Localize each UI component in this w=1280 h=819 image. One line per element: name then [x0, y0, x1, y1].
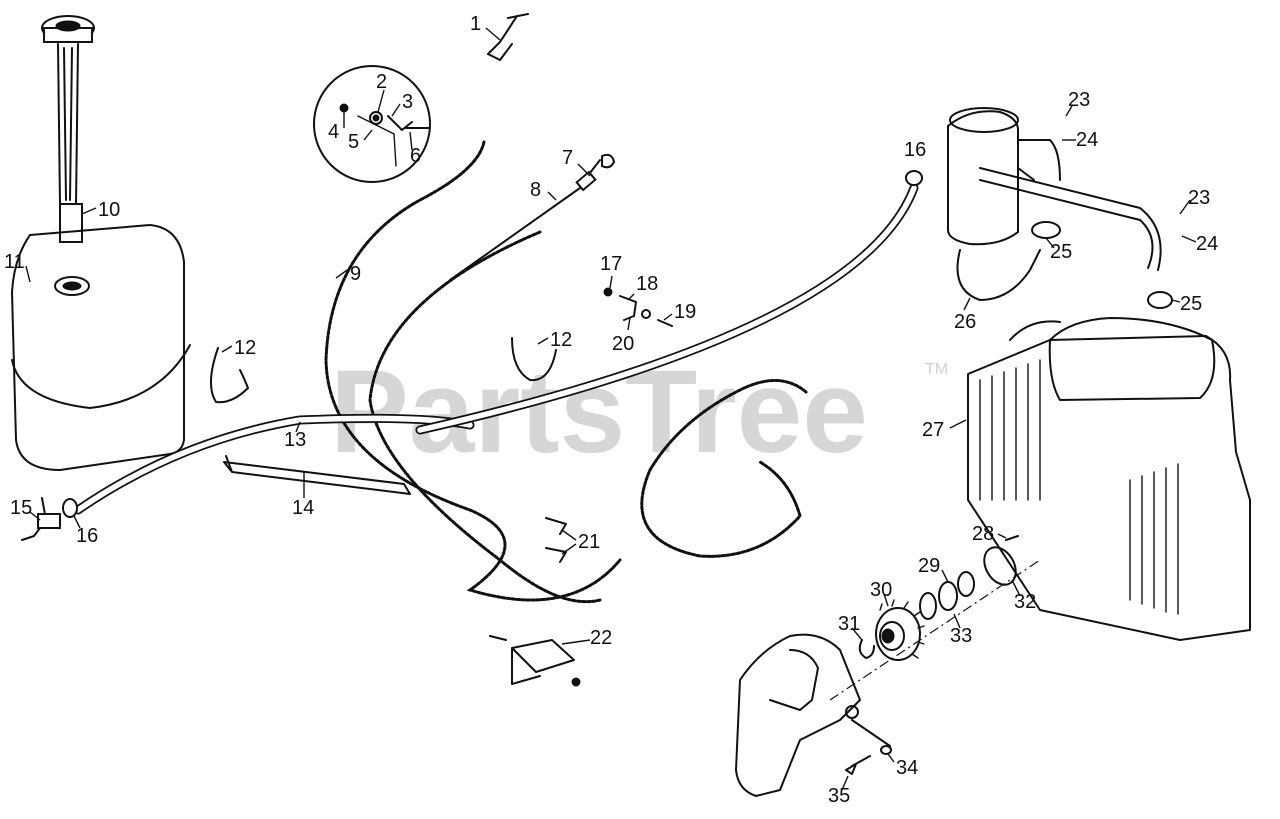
fuel-line-13 — [73, 413, 475, 515]
engine-27 — [967, 317, 1251, 641]
callout-25b: 25 — [1180, 293, 1202, 315]
watermark-text: PartsTree — [330, 346, 868, 478]
fuel-tank-assembly — [11, 15, 191, 471]
callout-24b: 24 — [1196, 233, 1218, 255]
callout-29: 29 — [918, 555, 940, 577]
callout-15: 15 — [10, 497, 32, 519]
callout-5: 5 — [348, 131, 359, 153]
callout-16a: 16 — [76, 525, 98, 547]
clip-12-left — [210, 347, 249, 404]
clip-21 — [545, 517, 567, 563]
watermark-tm: TM — [925, 361, 948, 378]
callout-14: 14 — [292, 497, 314, 519]
muffler-26 — [947, 107, 1173, 309]
callout-20: 20 — [612, 333, 634, 355]
clip-12-right — [511, 337, 557, 382]
axis-line — [829, 559, 1041, 701]
callout-26: 26 — [954, 311, 976, 333]
part-1-t-handle — [487, 13, 529, 61]
bracket-14 — [223, 455, 411, 495]
control-rod-7-8 — [449, 153, 615, 281]
cable-9 — [324, 140, 622, 602]
fuel-line-long — [415, 170, 923, 435]
callout-16b: 16 — [904, 139, 926, 161]
callout-13: 13 — [284, 429, 306, 451]
callout-19: 19 — [674, 301, 696, 323]
callout-23b: 23 — [1188, 187, 1210, 209]
callout-32: 32 — [1014, 591, 1036, 613]
mount-bracket — [735, 633, 892, 797]
callout-12b: 12 — [550, 329, 572, 351]
callout-31: 31 — [838, 613, 860, 635]
callout-6: 6 — [410, 145, 421, 167]
callout-35: 35 — [828, 785, 850, 807]
callout-9: 9 — [350, 263, 361, 285]
callout-4: 4 — [328, 121, 339, 143]
callout-23a: 23 — [1068, 89, 1090, 111]
callout-27: 27 — [922, 419, 944, 441]
cable-control — [368, 230, 602, 604]
detail-circle-parts-2-6 — [313, 65, 431, 183]
callout-12a: 12 — [234, 337, 256, 359]
gear-30 — [875, 599, 925, 661]
cable-engine — [640, 379, 808, 558]
hardware-17-20 — [603, 287, 673, 327]
callout-17: 17 — [600, 253, 622, 275]
callout-18: 18 — [636, 273, 658, 295]
callout-33: 33 — [950, 625, 972, 647]
callout-2: 2 — [376, 71, 387, 93]
callout-3: 3 — [402, 91, 413, 113]
callout-7: 7 — [562, 147, 573, 169]
callout-24a: 24 — [1076, 129, 1098, 151]
callout-30: 30 — [870, 579, 892, 601]
clip-31 — [858, 639, 875, 659]
callout-1: 1 — [470, 13, 481, 35]
callout-21: 21 — [578, 531, 600, 553]
callout-28: 28 — [972, 523, 994, 545]
callout-25a: 25 — [1050, 241, 1072, 263]
callout-34: 34 — [896, 757, 918, 779]
callout-22: 22 — [590, 627, 612, 649]
callout-8: 8 — [530, 179, 541, 201]
callout-labels: 1 2 3 4 5 6 7 8 9 10 11 12 12 13 14 15 1… — [4, 13, 1218, 807]
shutoff-valve-15-16 — [21, 497, 78, 541]
ring-parts-28-33 — [919, 535, 1019, 620]
callout-11: 11 — [4, 251, 25, 273]
leader-lines — [25, 27, 1197, 791]
bracket-22 — [489, 635, 581, 687]
callout-10: 10 — [98, 199, 120, 221]
